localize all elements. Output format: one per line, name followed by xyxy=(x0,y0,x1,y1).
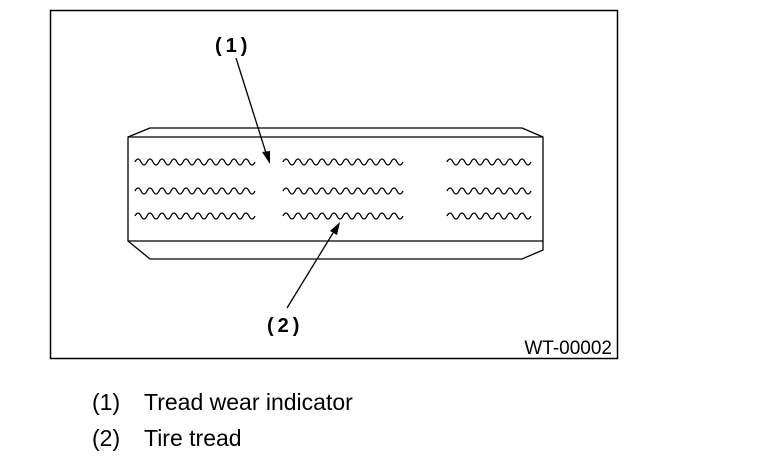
tread-groove-line xyxy=(446,212,532,220)
legend-item-tire-tread: (2) Tire tread xyxy=(92,420,492,456)
tread-groove-line xyxy=(446,187,532,195)
figure-frame xyxy=(49,9,619,360)
tread-block xyxy=(127,127,544,260)
legend-number: (1) xyxy=(92,389,121,415)
legend: (1) Tread wear indicator (2) Tire tread xyxy=(92,384,492,456)
callout-1-label: (1) xyxy=(215,35,251,57)
tread-grooves xyxy=(134,158,532,220)
tread-groove-line xyxy=(282,158,404,166)
leader-arrow-2 xyxy=(286,222,340,309)
tread-groove-line xyxy=(134,158,256,166)
tread-groove-line xyxy=(134,187,256,195)
legend-number: (2) xyxy=(92,425,121,451)
tread-groove-line xyxy=(282,187,404,195)
tread-groove-line xyxy=(134,212,256,220)
legend-item-tread-wear-indicator: (1) Tread wear indicator xyxy=(92,384,492,420)
tire-tread-diagram: (1) (2) WT-00002 xyxy=(49,9,619,360)
leader-arrow-1 xyxy=(235,57,270,164)
figure-code: WT-00002 xyxy=(524,338,612,359)
tread-groove-line xyxy=(282,212,404,220)
legend-text: Tread wear indicator xyxy=(144,389,353,415)
legend-text: Tire tread xyxy=(144,425,242,451)
tread-groove-line xyxy=(446,158,532,166)
callout-2-label: (2) xyxy=(267,315,303,337)
